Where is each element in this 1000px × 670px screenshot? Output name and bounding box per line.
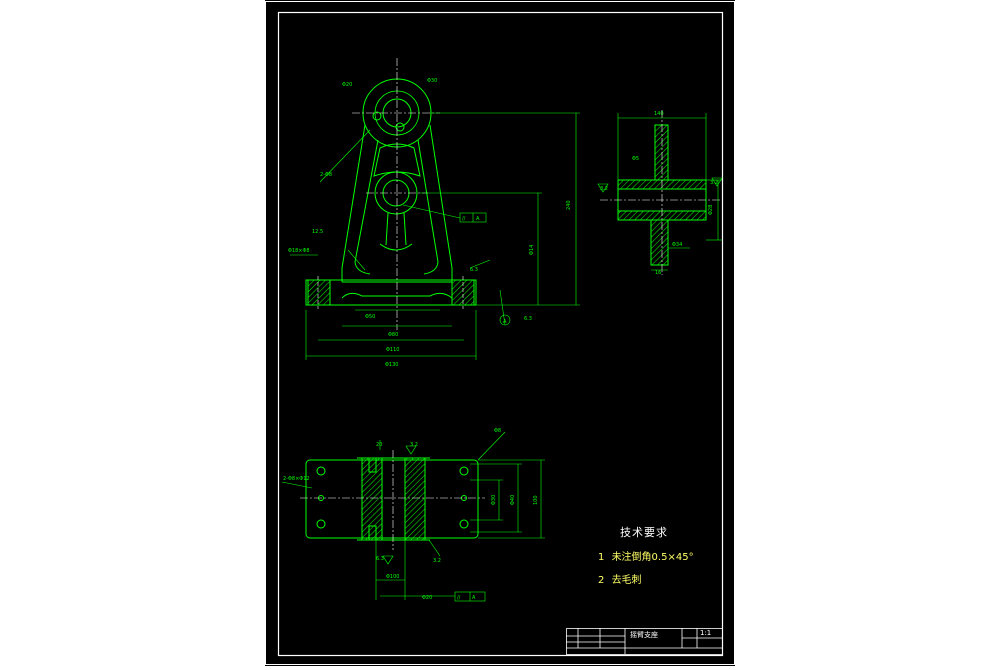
svg-text:Φ80: Φ80 <box>388 332 398 338</box>
svg-text:Φ8: Φ8 <box>494 428 501 434</box>
side-view-centerlines <box>600 110 720 275</box>
svg-text:Φ130: Φ130 <box>385 362 398 368</box>
svg-text:6.3: 6.3 <box>376 556 384 562</box>
svg-text:Φ30: Φ30 <box>427 78 437 84</box>
left-arm-outer <box>341 124 366 282</box>
title-block <box>566 628 723 655</box>
scale-label: 1:1 <box>700 629 712 637</box>
front-view-dimensions <box>290 112 580 360</box>
inner-frame <box>277 11 724 657</box>
base-relief <box>341 292 453 299</box>
top-hole-r1 <box>459 466 469 476</box>
side-view-dimension-labels: 140 Φ28 Φ34 16 Φ5 3.2 3.2 <box>600 111 718 276</box>
svg-text:Φ20: Φ20 <box>422 595 432 601</box>
svg-text:Φ34: Φ34 <box>672 242 682 248</box>
lower-boss-outer <box>374 171 418 215</box>
svg-text:3.2: 3.2 <box>433 558 441 564</box>
side-web-bottom <box>650 219 669 266</box>
requirement-number: 1 <box>598 552 605 563</box>
front-view-dimension-labels: 240 Φ14 Φ130 Φ110 Φ80 Φ50 2-Φ8 Φ20 Φ30 Φ… <box>288 78 572 368</box>
front-view <box>305 78 477 309</box>
svg-text:Φ14: Φ14 <box>529 245 535 255</box>
svg-text:100: 100 <box>533 495 539 505</box>
technical-requirements: 技术要求 1 未注倒角0.5×45° 2 去毛刺 <box>598 524 718 586</box>
top-view-centerlines <box>300 450 485 550</box>
requirement-text: 未注倒角0.5×45° <box>611 552 694 563</box>
svg-text:2-Φ8: 2-Φ8 <box>320 172 332 178</box>
left-arm-inner <box>354 139 379 275</box>
pin-hole-left <box>372 111 382 121</box>
requirement-item-1: 1 未注倒角0.5×45° <box>598 548 718 563</box>
svg-text:Φ5: Φ5 <box>632 156 639 162</box>
svg-text:3.2: 3.2 <box>600 186 608 192</box>
svg-text:3.2: 3.2 <box>410 442 418 448</box>
svg-text:Φ28: Φ28 <box>708 205 714 215</box>
requirement-item-2: 2 去毛刺 <box>598 571 718 586</box>
svg-text://: // <box>462 216 466 222</box>
svg-text:6.3: 6.3 <box>470 267 478 273</box>
top-view-dimensions <box>281 431 545 602</box>
outer-frame <box>265 1 735 665</box>
part-name-label: 摇臂支座 <box>630 631 658 639</box>
svg-text:2-Φ8×Φ12: 2-Φ8×Φ12 <box>283 476 310 482</box>
front-view-centerlines <box>352 58 440 330</box>
requirement-number: 2 <box>598 575 605 586</box>
svg-text:A: A <box>472 595 476 601</box>
svg-text:16: 16 <box>655 270 661 276</box>
svg-text:12.5: 12.5 <box>312 229 323 235</box>
svg-text:Φ110: Φ110 <box>386 347 399 353</box>
svg-text:Φ18×Φ8: Φ18×Φ8 <box>288 248 310 254</box>
bolt-hole-left <box>307 279 331 306</box>
right-arm-inner <box>417 139 439 275</box>
top-hole-l3 <box>316 519 326 529</box>
rib <box>385 212 407 246</box>
top-hub-right <box>404 457 426 541</box>
technical-requirements-heading: 技术要求 <box>620 526 668 539</box>
pin-hole-right <box>395 122 405 132</box>
svg-text:A: A <box>503 319 507 325</box>
drawing-sheet <box>265 0 735 666</box>
svg-text://: // <box>457 595 461 601</box>
svg-text:Φ40: Φ40 <box>510 495 516 505</box>
top-hole-l1 <box>316 466 326 476</box>
side-view-dimensions <box>597 113 723 271</box>
right-arm-outer <box>429 124 453 282</box>
upper-window <box>373 143 421 177</box>
top-plate <box>305 459 479 539</box>
requirement-text: 去毛刺 <box>611 575 642 586</box>
svg-text:240: 240 <box>566 200 572 210</box>
base-plate <box>305 279 477 306</box>
svg-text:3.2: 3.2 <box>710 180 718 186</box>
top-hub-left <box>361 457 383 541</box>
side-web-top <box>654 124 669 181</box>
svg-text:Φ100: Φ100 <box>386 574 399 580</box>
svg-text:20: 20 <box>376 442 382 448</box>
svg-text:Φ20: Φ20 <box>342 82 352 88</box>
svg-text:140: 140 <box>654 111 664 117</box>
top-view <box>305 457 479 541</box>
svg-text:Φ30: Φ30 <box>491 495 497 505</box>
svg-text:6.3: 6.3 <box>524 316 532 322</box>
rib-base <box>379 243 413 251</box>
svg-text:A: A <box>476 216 480 222</box>
top-hole-r3 <box>459 519 469 529</box>
svg-text:Φ50: Φ50 <box>365 314 375 320</box>
top-view-dimension-labels: 100 Φ40 Φ30 Φ100 Φ20 // A 2-Φ8×Φ12 Φ8 20… <box>283 428 539 601</box>
